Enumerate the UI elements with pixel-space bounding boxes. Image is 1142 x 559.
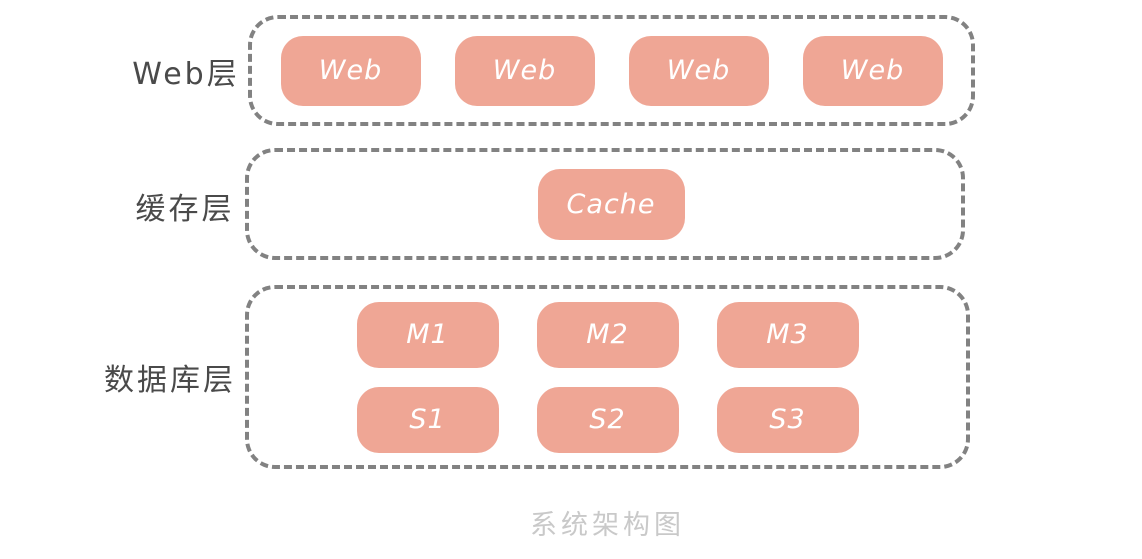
database-master-row: M1 M2 M3	[356, 301, 859, 368]
database-layer-container: M1 M2 M3 S1 S2 S3	[245, 285, 970, 469]
cache-layer-label: 缓存层	[135, 192, 235, 227]
cache-node: Cache	[537, 168, 685, 240]
web-node-3: Web	[628, 35, 769, 106]
database-layer-label: 数据库层	[104, 363, 236, 398]
web-node-2: Web	[454, 35, 595, 106]
db-node-s3: S3	[716, 386, 859, 453]
db-node-m1: M1	[356, 301, 499, 368]
web-layer-label: Web层	[132, 57, 240, 92]
diagram-title: 系统架构图	[530, 510, 685, 541]
web-layer-container: Web Web Web Web	[248, 15, 975, 126]
db-node-s2: S2	[536, 386, 679, 453]
web-node-4: Web	[802, 35, 943, 106]
db-node-m2: M2	[536, 301, 679, 368]
web-node-1: Web	[280, 35, 421, 106]
db-node-m3: M3	[716, 301, 859, 368]
db-node-s1: S1	[356, 386, 499, 453]
database-slave-row: S1 S2 S3	[356, 386, 859, 453]
cache-layer-container: Cache	[245, 148, 965, 260]
